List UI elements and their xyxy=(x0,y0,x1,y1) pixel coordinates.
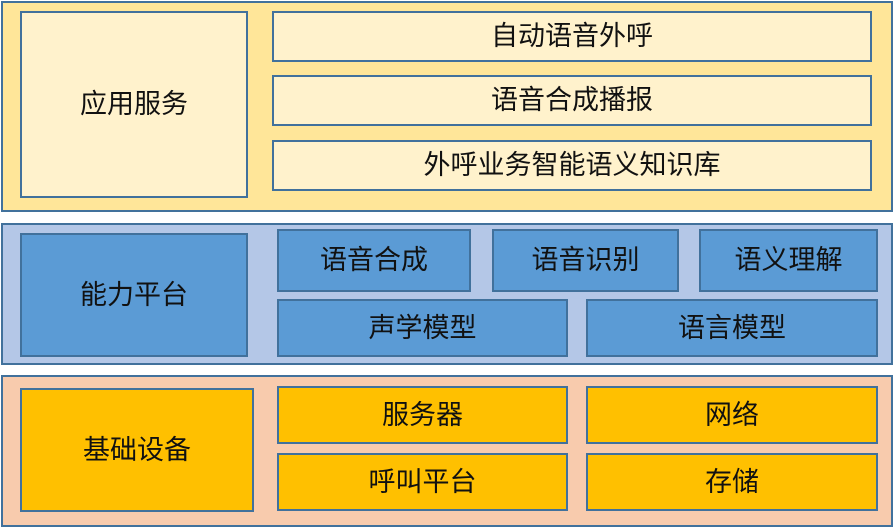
app-item-auto-voice-outbound: 自动语音外呼 xyxy=(272,11,872,62)
infrastructure-item-storage: 存储 xyxy=(586,453,878,511)
capability-platform-layer: 能力平台 语音合成 语音识别 语义理解 声学模型 语言模型 xyxy=(1,223,893,365)
application-services-label: 应用服务 xyxy=(20,11,248,198)
app-item-tts-broadcast: 语音合成播报 xyxy=(272,75,872,126)
infrastructure-item-network: 网络 xyxy=(586,386,878,444)
infrastructure-item-call-platform: 呼叫平台 xyxy=(277,453,568,511)
capability-item-acoustic-model: 声学模型 xyxy=(277,299,568,357)
capability-platform-label: 能力平台 xyxy=(20,233,248,357)
capability-item-language-model: 语言模型 xyxy=(586,299,878,357)
application-services-layer: 应用服务 自动语音外呼 语音合成播报 外呼业务智能语义知识库 xyxy=(1,1,893,212)
infrastructure-layer: 基础设备 服务器 网络 呼叫平台 存储 xyxy=(1,375,893,527)
app-item-semantic-knowledge-base: 外呼业务智能语义知识库 xyxy=(272,140,872,191)
infrastructure-item-server: 服务器 xyxy=(277,386,568,444)
infrastructure-label: 基础设备 xyxy=(20,388,254,512)
capability-item-speech-recognition: 语音识别 xyxy=(492,229,679,292)
capability-item-speech-synthesis: 语音合成 xyxy=(277,229,471,292)
capability-item-semantic-understanding: 语义理解 xyxy=(699,229,878,292)
